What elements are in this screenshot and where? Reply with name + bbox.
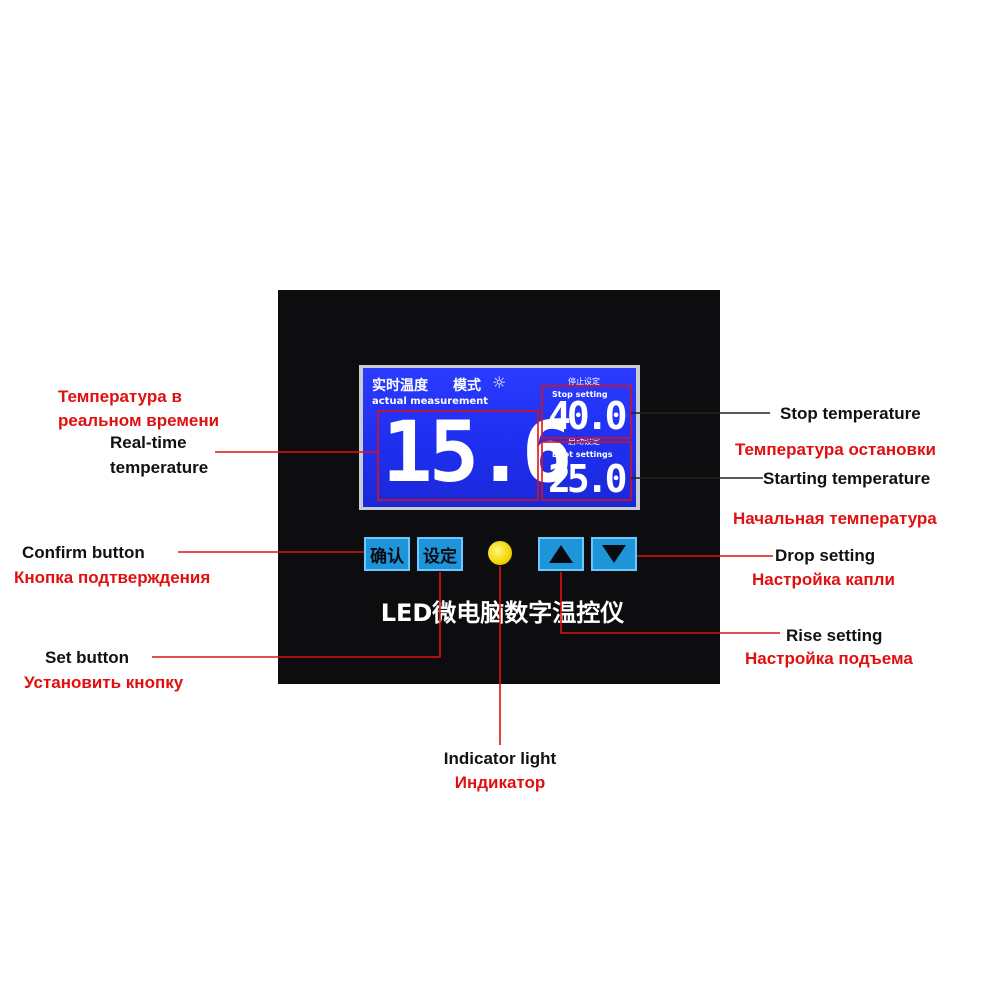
set-ru-label: Установить кнопку: [24, 673, 184, 692]
drop-button[interactable]: [591, 537, 637, 571]
boot-temperature-value: 25.0: [548, 457, 627, 501]
start-en-label: Starting temperature: [763, 469, 931, 488]
indicator-ru-label: Индикатор: [454, 773, 546, 792]
realtime-en-label-1: Real-time: [110, 433, 187, 452]
drop-en-label: Drop setting: [775, 546, 876, 565]
rise-leader: [560, 572, 780, 634]
lcd-realtime-en-label: actual measurement: [372, 396, 489, 407]
lcd-boot-en-label: Boot settings: [552, 450, 613, 459]
confirm-en-label: Confirm button: [22, 543, 145, 562]
stop-temperature-value: 40.0: [548, 394, 627, 438]
lcd-mode-cn-label: 模式: [453, 378, 481, 394]
realtime-en-label-2: temperature: [110, 458, 209, 477]
indicator-light: [488, 541, 512, 565]
realtime-temperature-value: 15.6: [382, 403, 572, 501]
triangle-up-icon: [549, 545, 573, 563]
start-ru-label: Начальная температура: [733, 509, 937, 528]
triangle-down-icon: [602, 545, 626, 563]
realtime-ru-label-2: реальном времени: [58, 411, 220, 430]
indicator-en-label: Indicator light: [443, 749, 557, 768]
lcd-stop-en-label: Stop setting: [552, 390, 608, 399]
stop-ru-label: Температура остановки: [735, 440, 936, 459]
lcd-realtime-cn-label: 实时温度: [372, 378, 428, 394]
rise-en-label: Rise setting: [786, 626, 883, 645]
drop-ru-label: Настройка капли: [752, 570, 895, 589]
stop-highlight-frame: [541, 385, 632, 439]
set-leader: [152, 572, 441, 658]
boot-highlight-frame: [541, 441, 632, 501]
lcd-stop-cn-label: 停止设定: [568, 377, 600, 386]
sun-icon: ☼: [492, 373, 507, 392]
realtime-highlight-frame: [377, 410, 539, 501]
stop-en-label: Stop temperature: [780, 404, 921, 423]
set-button[interactable]: 设定: [417, 537, 463, 571]
rise-ru-label: Настройка подъема: [745, 649, 913, 668]
set-en-label: Set button: [45, 648, 130, 667]
confirm-ru-label: Кнопка подтверждения: [14, 568, 211, 587]
confirm-button[interactable]: 确认: [364, 537, 410, 571]
brand-label: LED微电脑数字温控仪: [380, 599, 625, 627]
realtime-ru-label-1: Температура в: [58, 387, 182, 406]
rise-button[interactable]: [538, 537, 584, 571]
